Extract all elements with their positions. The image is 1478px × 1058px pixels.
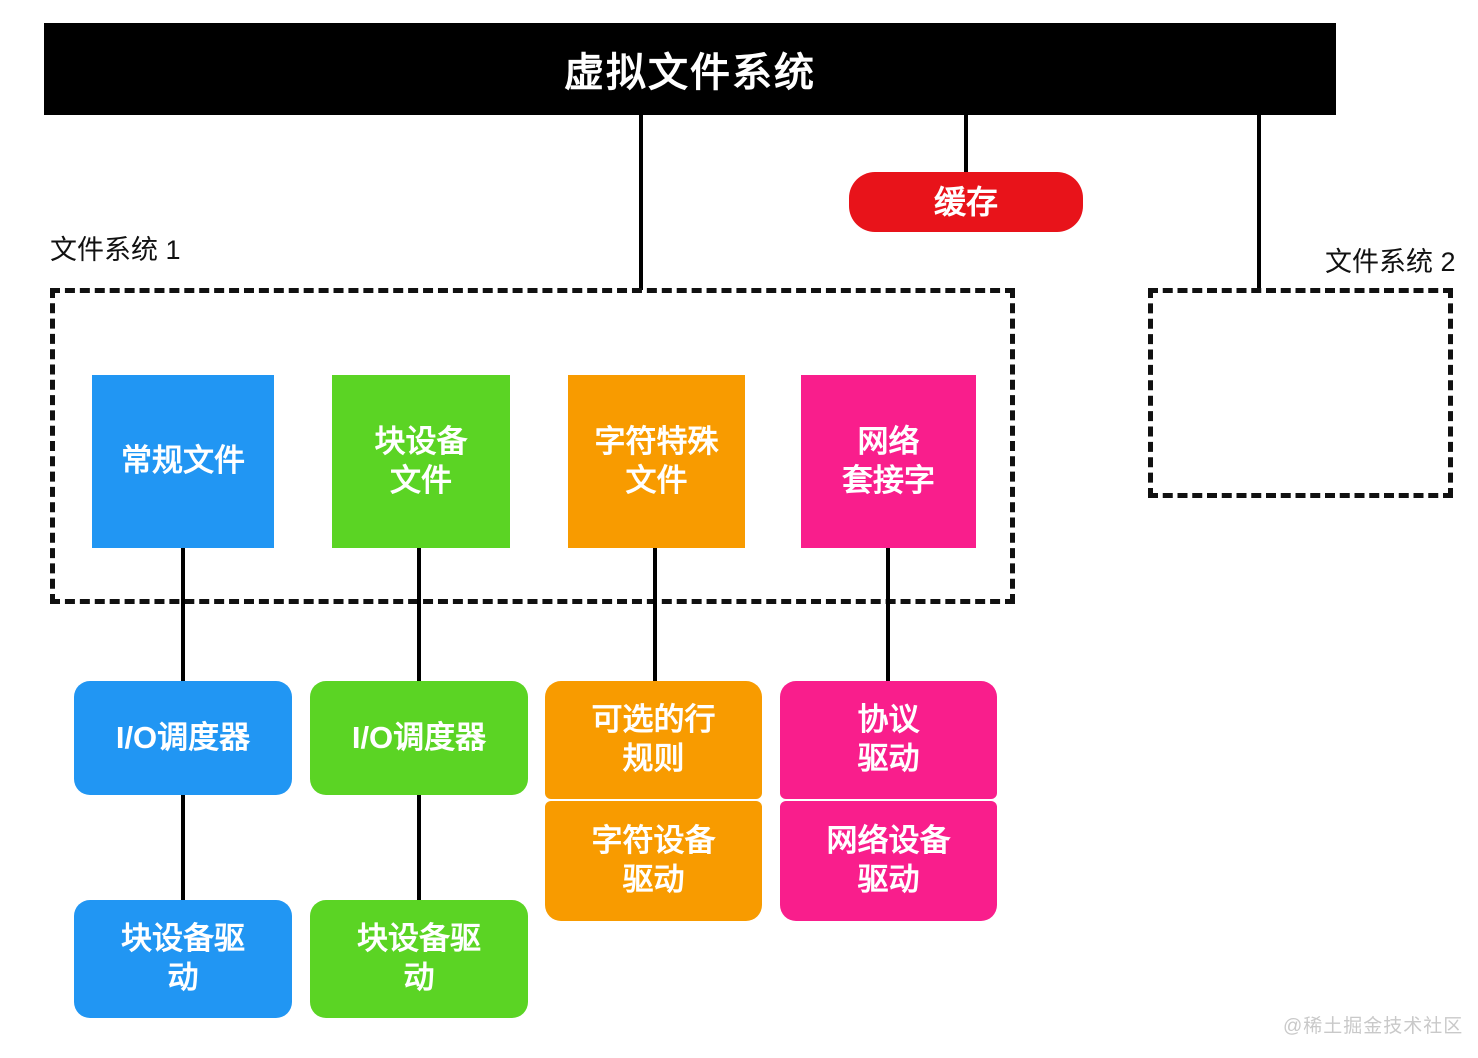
driver-character-device-driver[interactable]: 字符设备 驱动 [545,801,762,921]
connector-block-device-file-to-io-scheduler-2 [417,548,421,681]
driver-io-scheduler-1[interactable]: I/O调度器 [74,681,292,795]
group-label-fs1: 文件系统 1 [50,235,181,265]
connector-title-to-fs1 [639,115,643,290]
connector-character-file-to-line-discipline [653,548,657,681]
cache-node[interactable]: 缓存 [849,172,1083,232]
connector-socket-to-protocol-driver [886,548,890,681]
connector-io-scheduler-1-to-block-driver-1 [181,795,185,900]
driver-block-device-driver-2[interactable]: 块设备驱 动 [310,900,528,1018]
driver-network-device-driver[interactable]: 网络设备 驱动 [780,801,997,921]
driver-protocol-driver[interactable]: 协议 驱动 [780,681,997,799]
group-box-fs2 [1148,288,1453,498]
connector-title-to-cache [964,115,968,173]
file-type-block-device-file[interactable]: 块设备 文件 [332,375,510,548]
driver-optional-line-discipline[interactable]: 可选的行 规则 [545,681,762,799]
group-box-fs1 [50,288,1015,604]
connector-title-to-fs2 [1257,115,1261,290]
driver-block-device-driver-1[interactable]: 块设备驱 动 [74,900,292,1018]
connector-regular-file-to-io-scheduler-1 [181,548,185,681]
file-type-character-special-file[interactable]: 字符特殊 文件 [568,375,745,548]
driver-io-scheduler-2[interactable]: I/O调度器 [310,681,528,795]
file-type-network-socket[interactable]: 网络 套接字 [801,375,976,548]
group-label-fs2: 文件系统 2 [1325,247,1456,277]
page-title: 虚拟文件系统 [44,23,1336,115]
file-type-regular-file[interactable]: 常规文件 [92,375,274,548]
watermark: @稀土掘金技术社区 [1283,1016,1464,1037]
connector-io-scheduler-2-to-block-driver-2 [417,795,421,900]
